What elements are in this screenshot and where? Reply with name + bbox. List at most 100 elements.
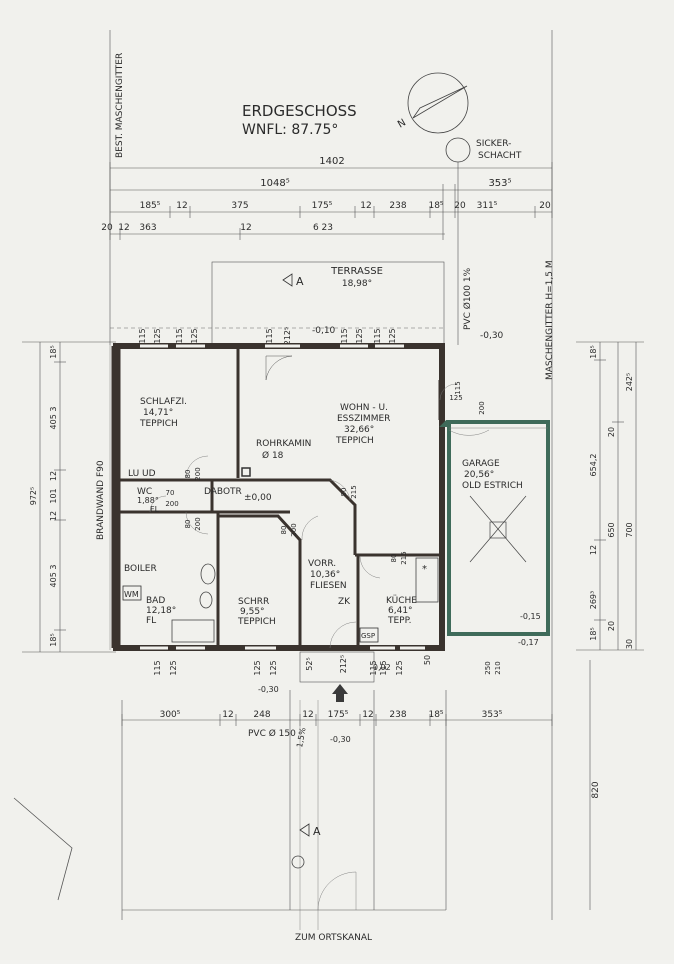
svg-text:250: 250 [484,661,492,674]
level-sewer: -0,30 [330,735,351,744]
bathtub-symbol [171,619,215,643]
dim-house: 1048⁵ [260,178,289,189]
room-name-bad: BAD [146,596,165,606]
entrance-step [299,651,375,683]
dim-top-3-2: 363 [139,223,156,233]
pipe-top-label: PVC Ø100 1% [462,267,473,330]
dim-chain-right [576,341,644,651]
svg-text:700: 700 [625,522,634,537]
dim-total: 1402 [319,156,344,167]
svg-text:80: 80 [390,554,398,563]
svg-text:80: 80 [184,470,192,479]
room-name-schlafzi: SCHLAFZI. [140,397,187,407]
room-floor-garage: OLD ESTRICH [462,481,523,491]
toilet-symbol [199,591,213,609]
room-floor-kueche: TEPP. [387,616,412,626]
room-name-wc: WC [137,487,152,497]
sink-symbol [200,563,216,585]
room-name-vorr: VORR. [308,559,336,569]
svg-text:215: 215 [400,551,408,564]
svg-text:80: 80 [280,526,288,535]
dim-top-2-7: 20 [454,201,466,211]
dim-top-3-3: 12 [240,223,251,233]
north-letter: N [396,117,408,130]
dim-top-2-8: 311⁵ [477,201,498,211]
svg-text:125: 125 [269,660,278,675]
svg-text:70: 70 [166,489,175,497]
dim-right: 353⁵ [488,178,511,189]
svg-text:12: 12 [222,710,233,720]
svg-text:125: 125 [169,660,178,675]
svg-text:300⁵: 300⁵ [160,710,181,720]
room-name-terrasse: TERRASSE [330,266,383,277]
room-area-bad: 12,18° [146,606,176,616]
room-floor-schlafzi: TEPPICH [139,419,178,429]
svg-text:52⁵: 52⁵ [305,657,314,670]
svg-text:269³: 269³ [589,591,598,609]
garage-floor-drain [469,495,527,563]
dim-top-3-0: 20 [101,223,113,233]
svg-text:125: 125 [190,328,199,343]
svg-text:20: 20 [607,621,616,631]
seepage-label: SICKER-SCHACHT [476,139,522,161]
level-garage-1: -0,15 [520,612,541,621]
svg-text:200: 200 [165,500,178,508]
svg-text:115: 115 [340,328,349,343]
level-hall: ±0,00 [244,493,272,503]
svg-text:248: 248 [253,710,270,720]
room-area-wohn: 32,66° [344,425,374,435]
interior-walls [120,346,442,648]
room-area-kueche: 6,41° [388,606,413,616]
gate-swing [317,871,357,911]
svg-text:18⁵: 18⁵ [49,345,58,358]
dims-left: 18⁵ 405 3 972⁵ 12 101 12 405 3 18⁵ [29,345,58,646]
room-name-garage: GARAGE [462,459,500,469]
room-area-garage: 20,56° [464,470,494,480]
rohrkamin-diameter: Ø 18 [262,450,284,461]
garage-door-arc [448,429,490,436]
svg-text:125: 125 [388,328,397,343]
svg-text:115: 115 [369,660,378,675]
dim-top-2-1: 12 [176,201,187,211]
gsp-label: GSP [361,632,375,640]
room-floor-wohn: TEPPICH [335,436,374,446]
svg-text:115: 115 [138,328,147,343]
kitchen-counter [415,557,439,603]
washer-label: WM [124,590,139,599]
svg-text:200: 200 [194,517,202,530]
svg-text:12: 12 [589,545,598,555]
svg-text:30: 30 [625,639,634,649]
sewer-label: ZUM ORTSKANAL [295,933,372,943]
svg-text:212⁵: 212⁵ [283,327,292,345]
gsp-box [359,627,379,643]
openings-bottom: 115 125 125 125 52⁵ 212⁵ 115 125 115 50 [153,655,432,676]
fence-right-label: MASCHENGITTER H=1,5 M [545,260,555,380]
svg-text:115: 115 [454,381,462,394]
window-openings [140,344,425,650]
room-area-schlafzi: 14,71° [143,408,173,418]
dim-top-2-4: 12 [360,201,371,211]
fence-left-label: BEST. MASCHENGITTER [115,53,125,158]
svg-text:238: 238 [389,710,406,720]
garage-dims: 115 125 200 250 210 [449,381,502,674]
section-marker-top [282,273,293,287]
room-area-terrasse: 18,98° [342,279,372,289]
luud-label: LU UD [128,469,156,479]
svg-text:50: 50 [423,655,432,665]
washer-symbol [122,585,142,601]
margin-mark [13,797,73,901]
plan-title: ERDGESCHOSS [242,102,357,120]
svg-text:12: 12 [49,511,58,521]
dabotr-label: DABOTR [204,487,242,497]
svg-text:115: 115 [373,328,382,343]
dim-chain-top [109,162,553,240]
svg-text:125: 125 [153,328,162,343]
door-swings [149,355,457,649]
svg-text:101: 101 [49,488,58,503]
svg-text:175⁵: 175⁵ [328,710,349,720]
svg-text:200: 200 [194,467,202,480]
svg-text:125: 125 [355,328,364,343]
room-floor-wc: FL [150,505,160,514]
